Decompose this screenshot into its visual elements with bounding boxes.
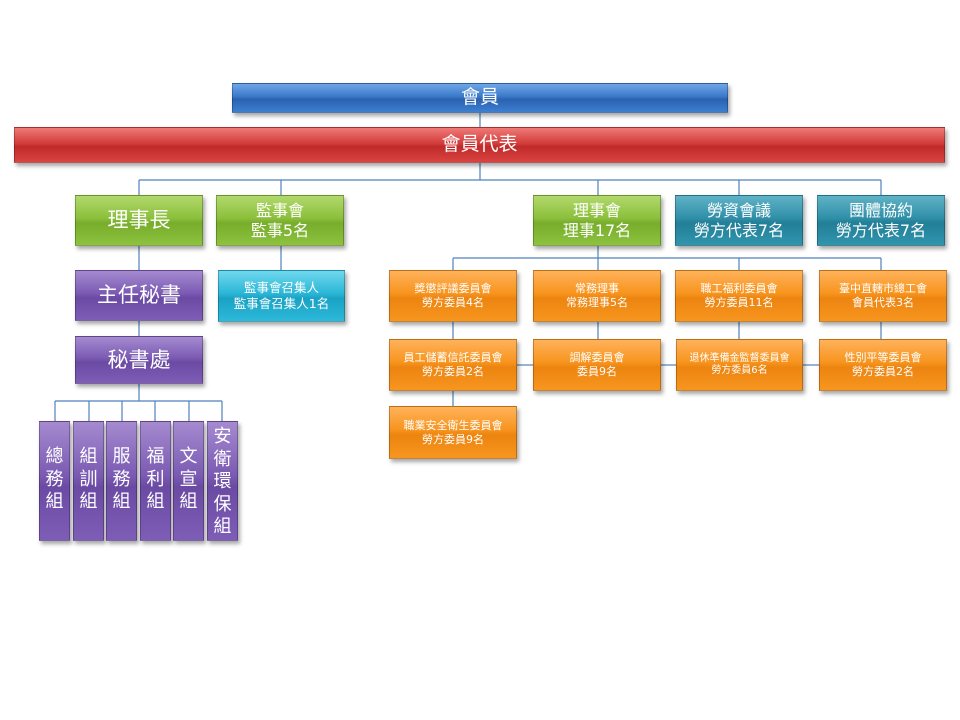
retirement-line1: 退休準備金監督委員會 bbox=[689, 352, 790, 364]
representatives-box: 會員代表 bbox=[14, 127, 945, 163]
savings-line1: 員工儲蓄信託委員會 bbox=[403, 351, 503, 365]
chief-secretary-label: 主任秘書 bbox=[97, 283, 181, 308]
group-publicity: 文 宣 組 bbox=[173, 421, 204, 541]
standing-line1: 常務理事 bbox=[575, 282, 619, 296]
welfare-line1: 職工福利委員會 bbox=[700, 282, 778, 296]
gender-committee-box: 性別平等委員會 勞方委員2名 bbox=[819, 339, 947, 391]
mediation-line1: 調解委員會 bbox=[569, 351, 625, 365]
representatives-label: 會員代表 bbox=[441, 133, 518, 156]
reward-committee-box: 獎懲評議委員會 勞方委員4名 bbox=[389, 270, 517, 322]
city-union-line1: 臺中直轄市總工會 bbox=[839, 282, 927, 296]
secretariat-box: 秘書處 bbox=[75, 336, 203, 384]
labor-mgmt-box: 勞資會議 勞方代表7名 bbox=[675, 195, 803, 246]
group-welfare: 福 利 組 bbox=[140, 421, 171, 541]
collective-box: 團體協約 勞方代表7名 bbox=[817, 195, 945, 246]
supervisors-line1: 監事會 bbox=[255, 200, 304, 220]
standing-directors-box: 常務理事 常務理事5名 bbox=[533, 270, 661, 322]
group-service: 服 務 組 bbox=[106, 421, 137, 541]
group-label: 服 務 組 bbox=[112, 446, 131, 512]
retirement-line2: 勞方委員6名 bbox=[711, 365, 768, 376]
standing-line2: 常務理事5名 bbox=[566, 296, 628, 309]
reward-line1: 獎懲評議委員會 bbox=[414, 282, 492, 296]
city-union-box: 臺中直轄市總工會 會員代表3名 bbox=[819, 270, 947, 322]
convener-line2: 監事會召集人1名 bbox=[233, 296, 330, 311]
directors-box: 理事會 理事17名 bbox=[533, 195, 661, 246]
supervisors-line2: 監事5名 bbox=[250, 220, 310, 240]
collective-line1: 團體協約 bbox=[848, 200, 913, 220]
chief-secretary-box: 主任秘書 bbox=[75, 270, 203, 321]
supervisors-box: 監事會 監事5名 bbox=[216, 195, 344, 246]
reward-line2: 勞方委員4名 bbox=[422, 296, 484, 309]
members-box: 會員 bbox=[232, 83, 728, 113]
safety-line2: 勞方委員9名 bbox=[422, 432, 484, 446]
group-label: 組 訓 組 bbox=[79, 446, 98, 512]
welfare-line2: 勞方委員11名 bbox=[704, 296, 774, 309]
retirement-committee-box: 退休準備金監督委員會 勞方委員6名 bbox=[676, 339, 803, 391]
group-label: 安 衛 環 保 組 bbox=[213, 426, 232, 537]
directors-line2: 理事17名 bbox=[562, 220, 632, 240]
group-label: 福 利 組 bbox=[146, 446, 165, 512]
chairman-box: 理事長 bbox=[75, 195, 203, 246]
group-label: 文 宣 組 bbox=[179, 446, 198, 512]
secretariat-label: 秘書處 bbox=[107, 347, 171, 372]
group-training: 組 訓 組 bbox=[73, 421, 104, 541]
group-label: 總 務 組 bbox=[45, 446, 64, 512]
convener-line1: 監事會召集人 bbox=[243, 280, 319, 296]
gender-line2: 勞方委員2名 bbox=[852, 365, 914, 378]
directors-line1: 理事會 bbox=[572, 200, 621, 220]
savings-committee-box: 員工儲蓄信託委員會 勞方委員2名 bbox=[389, 339, 517, 391]
labor-mgmt-line1: 勞資會議 bbox=[706, 200, 771, 220]
city-union-line2: 會員代表3名 bbox=[852, 296, 914, 309]
labor-mgmt-line2: 勞方代表7名 bbox=[693, 220, 785, 240]
mediation-committee-box: 調解委員會 委員9名 bbox=[533, 339, 661, 391]
members-label: 會員 bbox=[460, 86, 499, 109]
gender-line1: 性別平等委員會 bbox=[844, 351, 922, 365]
mediation-line2: 委員9名 bbox=[577, 365, 617, 378]
welfare-committee-box: 職工福利委員會 勞方委員11名 bbox=[675, 270, 803, 322]
chairman-label: 理事長 bbox=[107, 208, 171, 233]
group-general-affairs: 總 務 組 bbox=[39, 421, 70, 541]
savings-line2: 勞方委員2名 bbox=[422, 365, 484, 378]
convener-box: 監事會召集人 監事會召集人1名 bbox=[218, 270, 345, 322]
group-safety-env: 安 衛 環 保 組 bbox=[207, 421, 238, 541]
safety-line1: 職業安全衛生委員會 bbox=[403, 418, 503, 432]
safety-committee-box: 職業安全衛生委員會 勞方委員9名 bbox=[389, 406, 517, 459]
collective-line2: 勞方代表7名 bbox=[835, 220, 927, 240]
